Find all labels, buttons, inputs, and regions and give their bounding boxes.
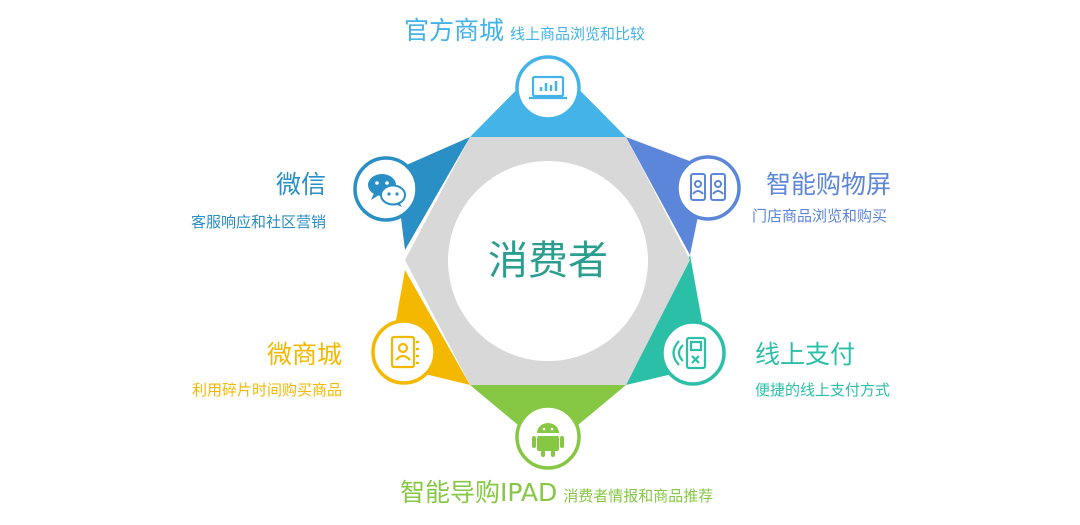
label-official-mall: 官方商城线上商品浏览和比较 — [404, 16, 645, 46]
official-mall-title: 官方商城 — [404, 16, 505, 45]
label-smart-screen: 智能购物屏 门店商品浏览和购买 — [752, 170, 891, 226]
online-pay-desc: 便捷的线上支付方式 — [755, 381, 891, 399]
label-micro-mall: 微商城 利用碎片时间购买商品 — [192, 340, 342, 400]
center-circle — [448, 161, 648, 361]
micro-mall-desc: 利用碎片时间购买商品 — [191, 381, 342, 399]
node-wechat — [353, 156, 419, 222]
laptop-chart-icon — [529, 75, 567, 100]
smart-screen-title: 智能购物屏 — [766, 170, 892, 199]
node-micro-mall — [371, 319, 437, 385]
node-smart-screen — [675, 155, 741, 221]
node-smart-guide — [515, 404, 581, 470]
smart-screen-desc: 门店商品浏览和购买 — [752, 207, 888, 225]
node-official-mall — [515, 55, 581, 121]
micro-mall-title: 微商城 — [266, 340, 342, 369]
label-smart-guide: 智能导购IPAD 消费者情报和商品推荐 — [400, 478, 713, 508]
label-online-pay: 线上支付 便捷的线上支付方式 — [755, 340, 890, 400]
wechat-desc: 客服响应和社区营销 — [190, 213, 326, 231]
smart-guide-title: 智能导购IPAD — [400, 478, 558, 507]
label-wechat: 微信 客服响应和社区营销 — [191, 170, 326, 232]
segment-wechat — [395, 137, 470, 250]
wechat-title: 微信 — [275, 170, 326, 199]
contact-book-icon — [390, 335, 419, 369]
wechat-icon — [368, 174, 406, 207]
center-label: 消费者 — [488, 238, 608, 284]
touch-screens-icon — [690, 173, 726, 201]
smart-guide-desc: 消费者情报和商品推荐 — [563, 487, 714, 505]
online-pay-title: 线上支付 — [755, 340, 856, 369]
android-icon — [532, 423, 564, 457]
official-mall-desc: 线上商品浏览和比较 — [510, 25, 646, 43]
mobile-pay-icon — [672, 336, 707, 370]
node-online-pay — [660, 320, 726, 386]
